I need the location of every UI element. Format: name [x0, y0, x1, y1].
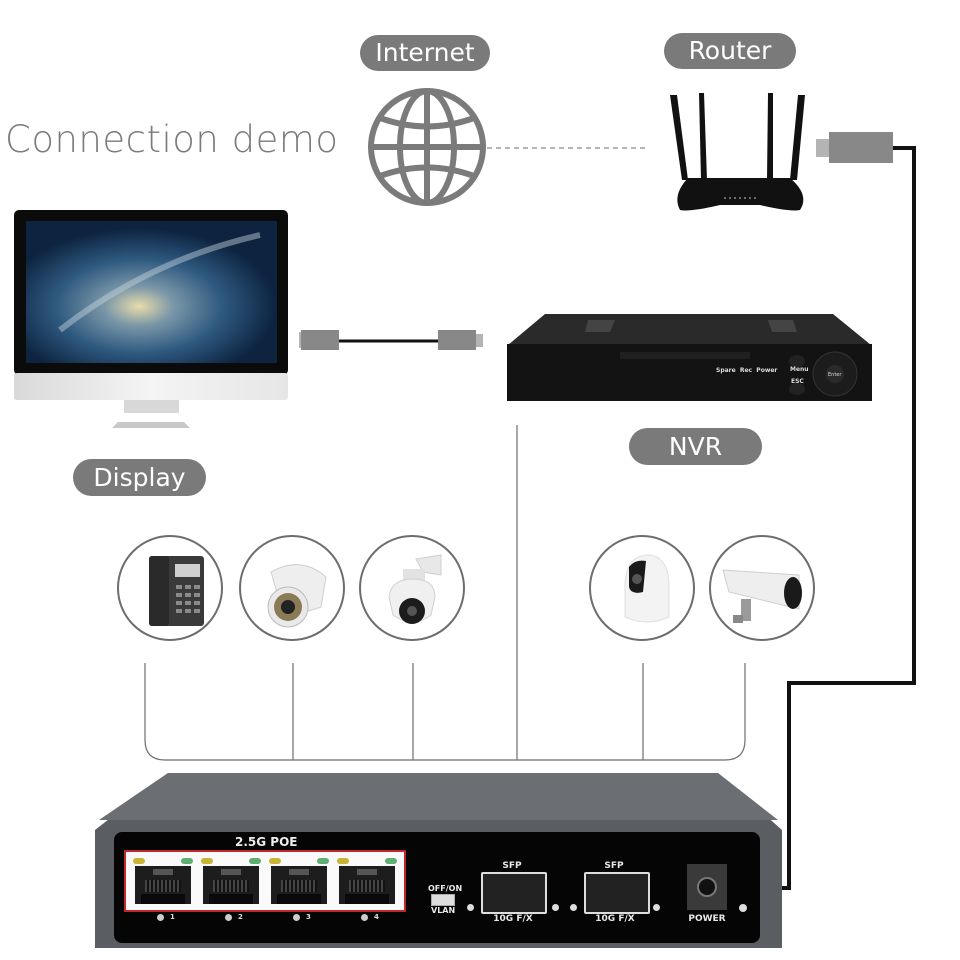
rj45-port-2[interactable] [199, 856, 263, 908]
sfp-2-led-right [653, 904, 660, 911]
poe-group-label: 2.5G POE [235, 835, 298, 849]
ip-phone-icon [149, 556, 204, 626]
router-label: Router [664, 33, 796, 69]
power-label: POWER [688, 914, 726, 924]
power-jack[interactable] [687, 864, 727, 910]
bullet-camera-circle [709, 535, 815, 641]
nvr-menu-button: Menu [790, 366, 809, 373]
sfp-2-led-left [570, 904, 577, 911]
sfp-port-1[interactable] [481, 872, 547, 914]
rj45-jack [203, 866, 259, 904]
port-number: 1 [170, 913, 175, 921]
link-led-yellow [337, 858, 349, 864]
port-led [225, 913, 232, 921]
bullet-camera-icon [722, 569, 802, 623]
port-number-label: 2 [225, 913, 243, 921]
sfp-port-2[interactable] [584, 872, 650, 914]
link-led-green [249, 858, 261, 864]
sfp-port-2-top-label: SFP [604, 861, 624, 871]
rj45-port-4[interactable] [335, 856, 399, 908]
port-led [293, 913, 300, 921]
diagram-title: Connection demo [5, 118, 339, 161]
sfp-1-led-left [467, 904, 474, 911]
ptz-camera-icon [388, 554, 442, 624]
internet-label: Internet [360, 35, 490, 71]
link-led-green [385, 858, 397, 864]
vlan-switch-bottom-label: VLAN [431, 906, 456, 915]
sfp-port-1-bottom-label: 10G F/X [493, 914, 533, 924]
port-led [361, 913, 368, 921]
link-led-yellow [201, 858, 213, 864]
rj45-jack [271, 866, 327, 904]
port-number-label: 3 [293, 913, 311, 921]
ptz-camera-circle [359, 535, 465, 641]
port-number-label: 4 [361, 913, 379, 921]
rj45-jack [135, 866, 191, 904]
nvr-indicator-labels: Spare Rec Power [716, 367, 778, 374]
rj45-port-3[interactable] [267, 856, 331, 908]
nvr-enter-button: Enter [828, 372, 842, 378]
link-led-green [181, 858, 193, 864]
link-led-yellow [269, 858, 281, 864]
link-led-yellow [133, 858, 145, 864]
indoor-pan-tilt-camera-icon [624, 554, 670, 623]
dome-camera-icon [267, 564, 327, 628]
rj45-port-row [131, 856, 401, 910]
port-number: 4 [374, 913, 379, 921]
port-number-label: 1 [157, 913, 175, 921]
sfp-1-led-right [552, 904, 559, 911]
power-jack-socket-icon [697, 877, 717, 897]
sfp-port-1-top-label: SFP [502, 861, 522, 871]
link-led-green [317, 858, 329, 864]
router-uplink-cable [775, 146, 916, 890]
vlan-switch-top-label: OFF/ON [428, 884, 463, 893]
nvr-label: NVR [629, 428, 762, 465]
rj45-port-1[interactable] [131, 856, 195, 908]
sfp-port-2-bottom-label: 10G F/X [595, 914, 635, 924]
dome-camera-circle [239, 535, 345, 641]
port-number-row: 1 2 3 4 [131, 913, 401, 927]
nvr-esc-button: ESC [791, 378, 804, 385]
indoor-camera-circle [589, 535, 695, 641]
port-number: 3 [306, 913, 311, 921]
display-label: Display [73, 459, 206, 496]
port-led [157, 913, 164, 921]
power-led [739, 904, 747, 912]
vlan-toggle[interactable] [431, 894, 455, 906]
rj45-jack [339, 866, 395, 904]
device-bus-lines [144, 425, 746, 761]
ip-phone-circle [117, 535, 223, 641]
port-number: 2 [238, 913, 243, 921]
